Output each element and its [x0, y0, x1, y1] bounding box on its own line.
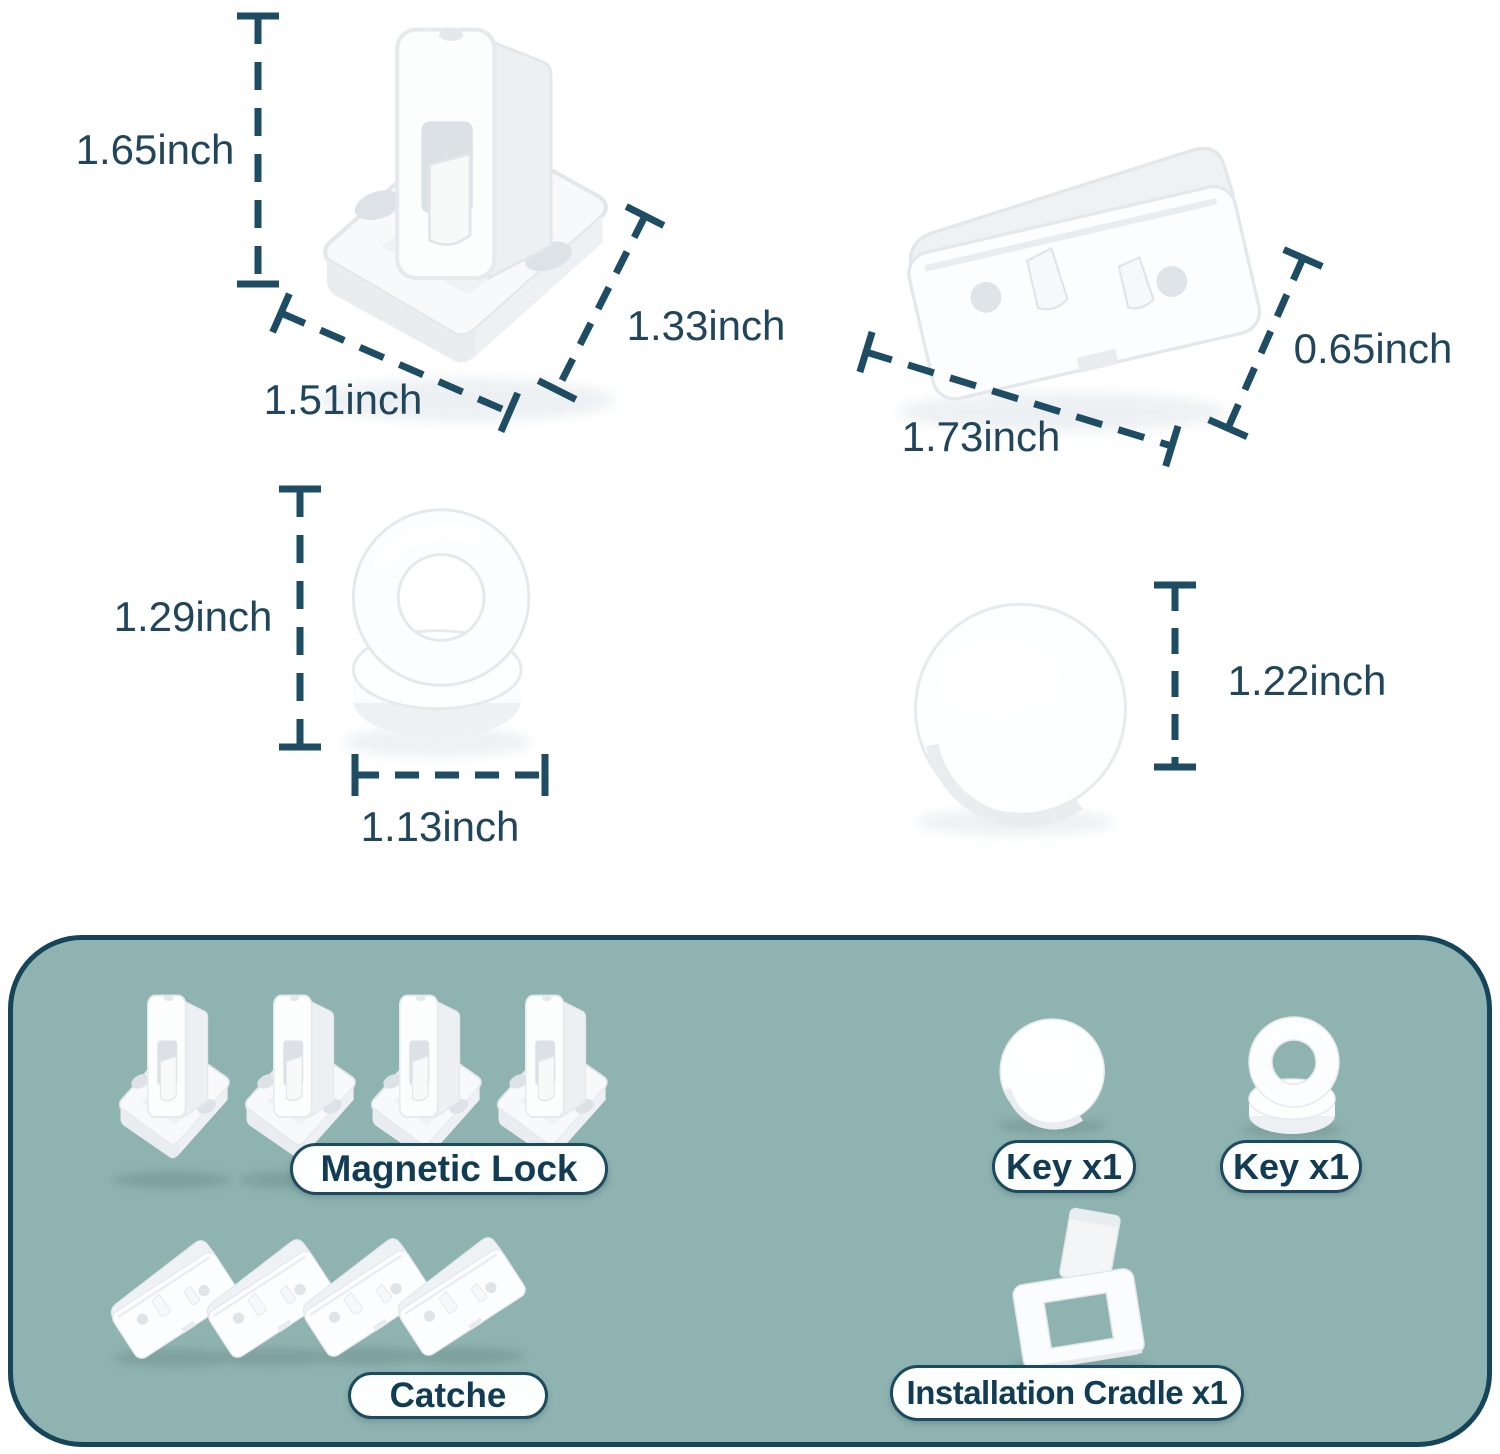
- label-key-disc: Key x1: [992, 1140, 1136, 1193]
- dim-line-lock-height: [237, 12, 279, 288]
- disc-key-photo: [916, 604, 1126, 821]
- item-shadows-top: [315, 378, 1227, 835]
- catch-photo: [896, 143, 1265, 405]
- dim-label-catch-height: 0.65inch: [1293, 325, 1453, 372]
- magnetic-lock-photo: [325, 29, 606, 362]
- dim-label-loop-key-width: 1.13inch: [360, 803, 520, 850]
- dim-label-lock-width: 1.51inch: [263, 376, 423, 423]
- dim-label-lock-depth: 1.33inch: [626, 302, 786, 349]
- dim-line-disc-key-height: [1154, 581, 1196, 771]
- dim-line-loop-key-width: [351, 754, 549, 796]
- dim-line-loop-key-height: [279, 485, 321, 751]
- label-magnetic-lock: Magnetic Lock: [290, 1143, 608, 1195]
- dim-label-disc-key-height: 1.22inch: [1227, 657, 1387, 704]
- dim-label-lock-height: 1.65inch: [75, 126, 235, 173]
- dim-label-catch-width: 1.73inch: [901, 413, 1061, 460]
- loop-key-photo: [335, 491, 548, 738]
- label-catch: Catche: [348, 1372, 548, 1419]
- dim-label-loop-key-height: 1.29inch: [113, 593, 273, 640]
- label-cradle: Installation Cradle x1: [890, 1365, 1244, 1421]
- label-key-loop: Key x1: [1220, 1140, 1362, 1193]
